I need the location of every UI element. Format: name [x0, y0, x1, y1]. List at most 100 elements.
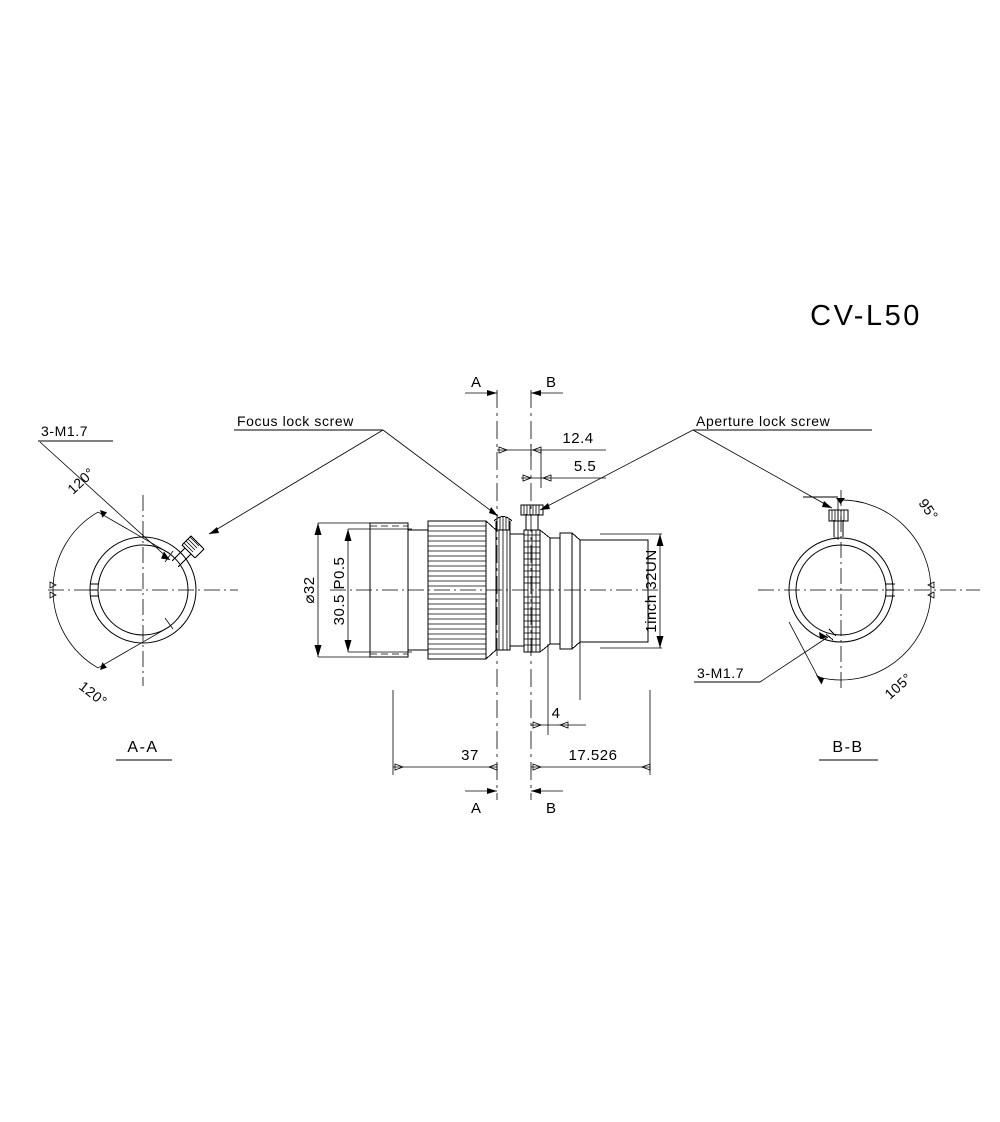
dim-label-mount-thread: 30.5 P0.5: [331, 557, 348, 626]
dim-arrow-17-526-right: [640, 763, 651, 771]
dim-arrow-37-right: [487, 763, 498, 771]
dim-label-rear-thread: 1inch 32UN: [643, 549, 660, 632]
taper-bottom-3: [571, 641, 581, 650]
marker-b-top-arrow: [531, 390, 541, 396]
focus-knurl-ring: [427, 520, 487, 660]
dimension-bottom-4: 4: [531, 700, 586, 735]
rear-flange-ring-2: [559, 532, 573, 650]
dimension-bottom-17-526: 17.526: [531, 690, 651, 775]
arrow-tick-a-bb: [927, 581, 935, 589]
aperture-leader-to-main: [539, 429, 694, 511]
thread-note-left: 3-M1.7: [41, 423, 88, 439]
taper-top-1: [485, 520, 497, 531]
angle-arc-lower-radial-aa: [97, 626, 170, 669]
section-marker-b-bottom: B: [546, 800, 556, 817]
page-title: CV-L50: [810, 300, 922, 332]
dim-arrow-phi32-bottom: [314, 645, 322, 657]
section-marker-b-top: B: [546, 374, 556, 391]
angle-arc-lower-aa: [52, 589, 99, 669]
dim-label-4: 4: [552, 705, 561, 722]
leader-arrowhead-3m17-bb: [819, 632, 828, 639]
marker-a-bottom-arrow: [487, 788, 497, 794]
taper-top-3: [571, 532, 581, 541]
lower-notch-edge2-bb: [828, 628, 837, 637]
screw-knurl-2-aa: [185, 540, 196, 551]
arrow-tick-b-bb: [927, 591, 935, 599]
angle-arc-95-bb: [837, 499, 932, 591]
focus-leader-arrow-aa: [209, 527, 219, 534]
dim-arrow-17-526-left: [532, 763, 543, 771]
arrow-tick-b-aa: [49, 591, 57, 599]
marker-b-bottom-arrow: [531, 788, 541, 794]
section-marker-bottom: A B: [465, 788, 563, 817]
dim-arrow-5-5-left: [522, 474, 533, 482]
dim-label-17-526: 17.526: [569, 747, 618, 764]
screw-head-edge4-aa: [194, 548, 205, 559]
section-marker-top: A B: [465, 374, 563, 396]
dim-label-5-5: 5.5: [574, 458, 596, 475]
dim-arrow-rear-thread-top: [656, 534, 664, 546]
dim-arrow-4-left: [532, 721, 543, 729]
screw-head-edge2-aa: [190, 535, 205, 550]
aperture-leader-to-bb: [692, 429, 833, 509]
section-marker-a-bottom: A: [471, 800, 481, 817]
callout-aperture-lock-screw: Aperture lock screw: [539, 413, 872, 511]
aperture-lock-screw-main: [520, 504, 544, 530]
aperture-leader-arrow-main: [540, 503, 550, 510]
aperture-screw-head: [520, 504, 544, 516]
dim-arrow-thread-top: [344, 529, 352, 541]
focus-leader-to-main: [382, 429, 499, 517]
rear-flange-ring-1: [549, 537, 561, 645]
rear-mount-thread-barrel: [579, 539, 649, 643]
view-label-aa: A-A: [127, 739, 158, 756]
taper-bottom-1: [485, 649, 497, 660]
callout-focus-lock-screw: Focus lock screw: [208, 413, 499, 535]
aperture-leader-arrow-bb: [822, 501, 832, 508]
dim-label-outer-diameter: ⌀32: [301, 576, 318, 603]
dim-arrow-5-5-right: [541, 474, 552, 482]
focus-lock-screw-aa: [171, 535, 205, 568]
arrowhead-lower-aa: [100, 662, 107, 670]
dimension-top-12-4: 12.4: [497, 430, 606, 456]
leader-3m17-aa: [39, 441, 171, 561]
focus-leader-to-aa: [208, 429, 384, 535]
arrow-tick-a-aa: [49, 581, 57, 589]
aperture-screw-knurl: [523, 505, 540, 515]
dim-arrow-thread-bottom: [344, 640, 352, 652]
dim-label-12-4: 12.4: [562, 430, 593, 447]
taper-top-2: [539, 529, 551, 539]
dim-arrow-37-left: [394, 763, 405, 771]
aperture-lock-screw-bb: [828, 509, 849, 537]
angle-label-95-bb: 95°: [916, 496, 942, 524]
screw-head-edge3-aa: [181, 535, 192, 546]
taper-bottom-2: [539, 643, 551, 653]
screw-head-edge1-aa: [181, 544, 196, 559]
screw-shank-edge2-aa: [177, 553, 192, 568]
section-marker-a-top: A: [471, 374, 481, 391]
view-label-bb: B-B: [832, 739, 863, 756]
screw-head-bb: [828, 509, 849, 522]
dimension-rear-thread: 1inch 32UN: [600, 533, 664, 649]
aperture-lock-screw-label: Aperture lock screw: [696, 413, 831, 429]
slot-mark-lower-aa: [164, 617, 174, 630]
marker-a-top-arrow: [487, 390, 497, 396]
thread-note-right: 3-M1.7: [697, 665, 744, 681]
dim-label-37: 37: [461, 747, 479, 764]
angle-radial-lower-bb: [788, 621, 819, 678]
leader-arrowhead-3m17-aa: [161, 551, 170, 560]
dim-arrow-rear-thread-bottom: [656, 636, 664, 648]
dimension-bottom-37: 37: [392, 690, 498, 775]
dim-arrow-phi32-top: [314, 523, 322, 535]
dimension-mount-thread: 30.5 P0.5: [331, 528, 412, 653]
focus-collar-fine-lines: [498, 530, 508, 650]
leader-3m17-bb: [759, 636, 829, 683]
screw-shank-edge1-aa: [171, 547, 186, 562]
section-view-a-a: 3-M1.7 120° 120° A-A: [38, 423, 238, 761]
dim-arrow-4-right: [558, 721, 569, 729]
angle-arc-upper-radial-aa: [97, 511, 170, 554]
arrowhead-top-bb: [836, 498, 845, 504]
focus-screw-knurl: [496, 516, 510, 530]
angle-label-upper-aa: 120°: [64, 464, 98, 497]
